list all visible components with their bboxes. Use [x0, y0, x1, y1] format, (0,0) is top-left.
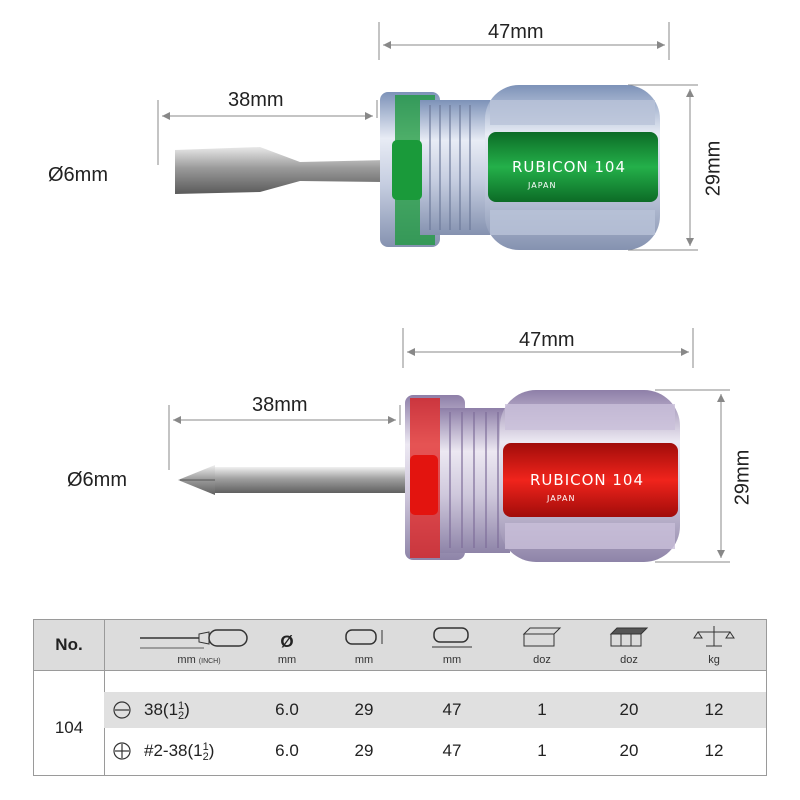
header-no: No.: [55, 635, 83, 654]
scale-icon: [693, 626, 735, 647]
width-cell: 29: [354, 741, 374, 760]
length-cell: 47: [442, 741, 462, 760]
svg-text:JAPAN: JAPAN: [527, 181, 556, 190]
phillips-symbol-icon: [113, 742, 131, 760]
svg-text:RUBICON 104: RUBICON 104: [530, 471, 644, 489]
tool2-total-length-label: 47mm: [519, 329, 575, 351]
header-diameter: Ø mm: [277, 632, 297, 666]
diameter-cell: 6.0: [275, 741, 299, 760]
carton-icon: [609, 627, 649, 647]
length-cell: 47: [442, 700, 462, 719]
header-outer-pack: doz: [599, 620, 659, 670]
tool2-height-label: 29mm: [731, 449, 754, 506]
blade-length-icon: [140, 629, 248, 649]
header-handle-diameter: mm: [334, 620, 394, 670]
phillips-screwdriver-illustration: RUBICON 104 JAPAN: [168, 328, 730, 563]
tool2-diameter-label: Ø6mm: [67, 469, 127, 491]
tool1-blade-length-label: 38mm: [228, 89, 284, 111]
tool1-total-length-label: 47mm: [488, 21, 544, 43]
total-length-icon: [432, 627, 472, 648]
box-icon: [522, 627, 562, 647]
header-inner-pack: doz: [512, 620, 572, 670]
outer-cell: 20: [619, 741, 639, 760]
outer-cell: 20: [619, 700, 639, 719]
weight-cell: 12: [704, 700, 724, 719]
diameter-cell: 6.0: [275, 700, 299, 719]
slotted-symbol-icon: [113, 701, 131, 719]
handle-width-icon: [345, 629, 383, 645]
width-cell: 29: [354, 700, 374, 719]
inner-cell: 1: [537, 741, 547, 760]
svg-text:JAPAN: JAPAN: [546, 494, 575, 503]
tool2-blade-length-label: 38mm: [252, 394, 308, 416]
slotted-screwdriver-illustration: RUBICON 104 JAPAN: [157, 22, 698, 251]
header-weight: kg: [684, 620, 744, 670]
weight-cell: 12: [704, 741, 724, 760]
tool1-diameter-label: Ø6mm: [48, 164, 108, 186]
spec-table: No. mm (INCH) Ø mm mm mm doz: [33, 619, 767, 776]
model-number: 104: [54, 718, 84, 737]
header-total-length: mm: [422, 620, 482, 670]
header-blade-length: mm (INCH): [134, 620, 264, 670]
svg-text:RUBICON 104: RUBICON 104: [512, 158, 626, 176]
inner-cell: 1: [537, 700, 547, 719]
